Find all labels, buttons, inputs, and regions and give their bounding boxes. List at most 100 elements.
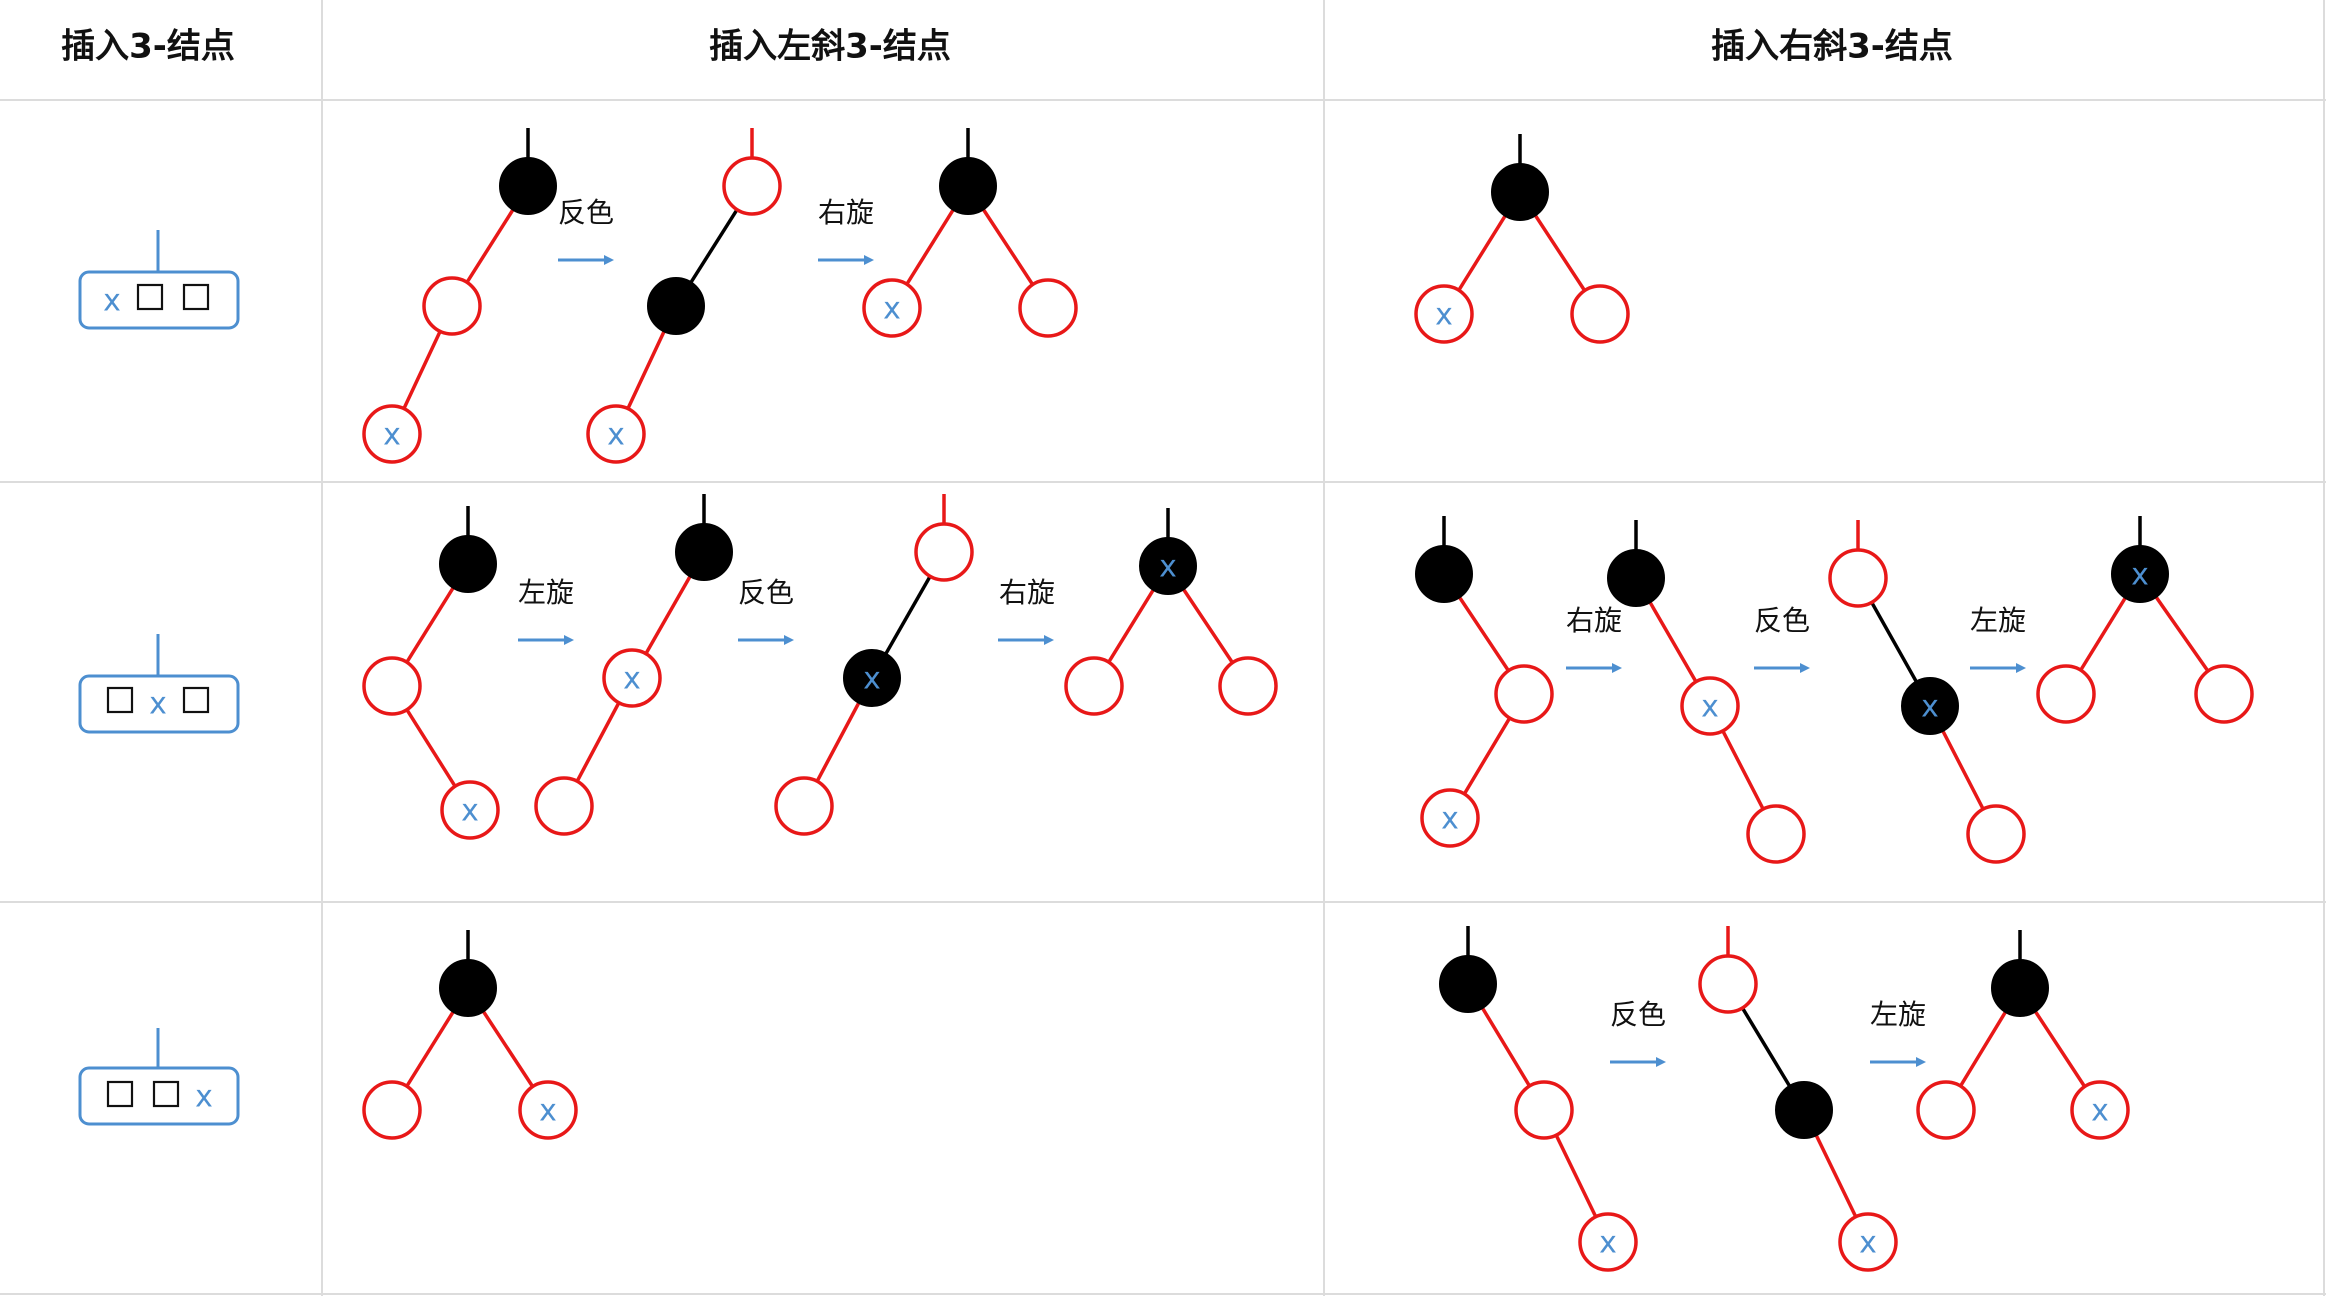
- inserted-key-label: x: [1599, 1226, 1617, 1261]
- tree-r3-right-step2-node: [1775, 1081, 1833, 1139]
- red-node: [1680, 676, 1740, 736]
- red-node: [1570, 284, 1630, 344]
- tree-r1-result-node: x: [862, 278, 922, 338]
- arrow: [818, 255, 874, 265]
- inserted-key-label: x: [623, 662, 641, 697]
- inserted-key-label: x: [2091, 1094, 2109, 1129]
- red-node: [1218, 656, 1278, 716]
- red-node: [602, 648, 662, 708]
- arrow: [1754, 663, 1810, 673]
- arrow-head: [1916, 1057, 1926, 1067]
- red-node: [914, 522, 974, 582]
- tree-r2-result-node: [1218, 656, 1278, 716]
- inserted-key-label: x: [1921, 690, 1939, 725]
- tree-r2-right-result-node: [2194, 664, 2254, 724]
- empty-key-slot: [182, 283, 210, 311]
- arrow-head: [1656, 1057, 1666, 1067]
- red-node: [722, 156, 782, 216]
- arrow: [1970, 663, 2026, 673]
- black-node: [1491, 163, 1549, 221]
- arrow: [558, 255, 614, 265]
- red-node: [1828, 548, 1888, 608]
- red-node: [2070, 1080, 2130, 1140]
- black-node: [1139, 537, 1197, 595]
- tree-r1-step1-node: x: [362, 404, 422, 464]
- black-node: [1607, 549, 1665, 607]
- red-node: [862, 278, 922, 338]
- black-node: [1901, 677, 1959, 735]
- inserted-key-label: x: [383, 418, 401, 453]
- arrow-head: [784, 635, 794, 645]
- tree-r3-right-result-node: [1916, 1080, 1976, 1140]
- black-node: [939, 157, 997, 215]
- arrow-head: [1612, 663, 1622, 673]
- inserted-key-label: x: [461, 794, 479, 829]
- tree-r2-right-step2-node: [1607, 549, 1665, 607]
- tree-r2-right-step3-node: [1828, 548, 1888, 608]
- red-node: [1838, 1212, 1898, 1272]
- red-node: [1698, 954, 1758, 1014]
- tree-r1-result-node: [1018, 278, 1078, 338]
- black-node: [1439, 955, 1497, 1013]
- op-flip-label: 反色: [558, 196, 614, 229]
- transformation-arrows: [518, 255, 2026, 1067]
- red-node: [1414, 284, 1474, 344]
- inserted-key-label: x: [1435, 298, 1453, 333]
- tree-r1-result-node: [939, 157, 997, 215]
- arrow: [738, 635, 794, 645]
- red-node: [1420, 788, 1480, 848]
- tree-r2-right-step1-node: [1494, 664, 1554, 724]
- tree-r3-right-step1-node: [1439, 955, 1497, 1013]
- tree-r2-step1-node: [362, 656, 422, 716]
- empty-key-slot: [106, 686, 134, 714]
- tree-r2-right-step1-node: [1415, 545, 1473, 603]
- red-node: [1746, 804, 1806, 864]
- red-node: [518, 1080, 578, 1140]
- tree-r1-step1-node: [422, 276, 482, 336]
- key-node-row-1: x: [78, 230, 240, 330]
- red-node: [362, 1080, 422, 1140]
- black-node: [2111, 545, 2169, 603]
- tree-r2-result-node: x: [1139, 537, 1197, 595]
- black-node: [1991, 959, 2049, 1017]
- tree-r3-right-step2-node: x: [1838, 1212, 1898, 1272]
- tree-r2-step3-node: [914, 522, 974, 582]
- inserted-key-label: x: [1159, 550, 1177, 585]
- op-rotate-left-label: 左旋: [1970, 604, 2026, 637]
- arrow-head: [864, 255, 874, 265]
- inserted-key-label: x: [539, 1094, 557, 1129]
- tree-r2-right-result-node: x: [2111, 545, 2169, 603]
- arrow-head: [1800, 663, 1810, 673]
- tree-r1-step2-node: [722, 156, 782, 216]
- tree-r3-right-step1-node: [1514, 1080, 1574, 1140]
- arrow: [1610, 1057, 1666, 1067]
- arrow-head: [2016, 663, 2026, 673]
- tree-r1-right-node: [1570, 284, 1630, 344]
- black-node: [499, 157, 557, 215]
- op-rotate-left-label: 左旋: [518, 576, 574, 609]
- black-node: [439, 535, 497, 593]
- tree-r2-right-step2-node: [1746, 804, 1806, 864]
- red-node: [1916, 1080, 1976, 1140]
- red-node: [774, 776, 834, 836]
- tree-r2-step3-node: [774, 776, 834, 836]
- arrow-head: [604, 255, 614, 265]
- tree-r2-step2-node: [675, 523, 733, 581]
- red-node: [362, 656, 422, 716]
- tree-r1-step2-node: x: [586, 404, 646, 464]
- op-rotate-right-label: 右旋: [999, 576, 1055, 609]
- tree-r2-step2-node: x: [602, 648, 662, 708]
- black-node: [647, 277, 705, 335]
- red-node: [2036, 664, 2096, 724]
- inserted-key-label: x: [863, 662, 881, 697]
- red-node: [586, 404, 646, 464]
- svg-text:x: x: [103, 284, 121, 319]
- red-node: [1494, 664, 1554, 724]
- red-node: [440, 780, 500, 840]
- tree-r2-right-step2-node: x: [1680, 676, 1740, 736]
- tree-r1-step1-node: [499, 157, 557, 215]
- tree-r2-step1-node: x: [440, 780, 500, 840]
